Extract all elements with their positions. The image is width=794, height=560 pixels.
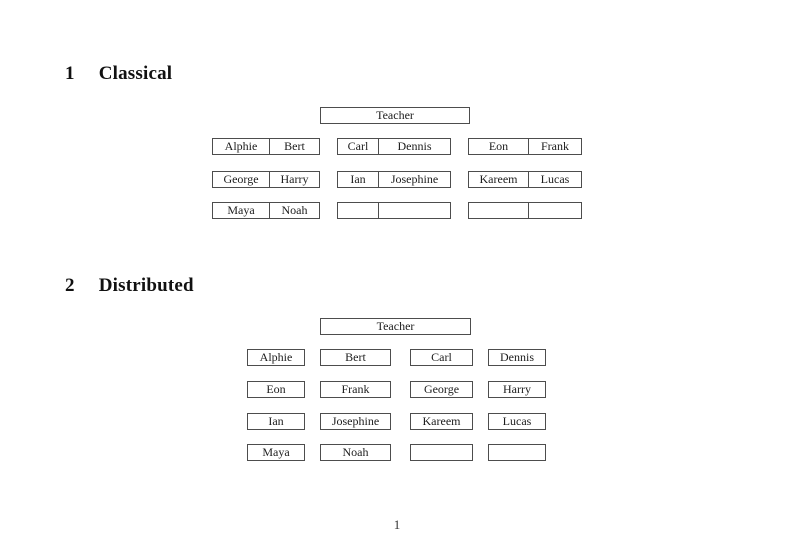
- desk: Noah: [320, 444, 391, 461]
- desk-seat: Alphie: [224, 139, 258, 153]
- desk: Bert: [320, 349, 391, 366]
- page-number: 1: [393, 517, 401, 532]
- desk: George Harry: [212, 171, 320, 188]
- section-heading-distributed: 2 Distributed: [65, 275, 194, 297]
- section-title: Distributed: [98, 275, 194, 296]
- desk-seat: Lucas: [528, 172, 581, 187]
- section-number: 1: [65, 63, 75, 84]
- desk: [468, 202, 582, 219]
- desk-seat: [528, 203, 581, 218]
- desk-seat: [469, 203, 528, 218]
- desk: George: [410, 381, 473, 398]
- desk: Alphie: [247, 349, 305, 366]
- desk-seat: Josephine: [378, 172, 450, 187]
- desk: Josephine: [320, 413, 391, 430]
- desk: Kareem Lucas: [468, 171, 582, 188]
- section-title: Classical: [98, 63, 173, 84]
- desk-seat: [338, 203, 378, 218]
- desk: Ian: [247, 413, 305, 430]
- desk: Eon: [247, 381, 305, 398]
- desk: [410, 444, 473, 461]
- teacher-box: Teacher: [320, 107, 470, 124]
- desk: Harry: [488, 381, 546, 398]
- section-number: 2: [65, 275, 75, 296]
- desk-seat: Dennis: [378, 139, 450, 154]
- desk: [488, 444, 546, 461]
- desk: Carl: [410, 349, 473, 366]
- desk-seat: Kareem: [479, 172, 518, 186]
- desk: Maya Noah: [212, 202, 320, 219]
- desk-seat: [378, 203, 450, 218]
- desk: Alphie Bert: [212, 138, 320, 155]
- desk-seat: Carl: [347, 139, 369, 153]
- desk: Kareem: [410, 413, 473, 430]
- desk: Maya: [247, 444, 305, 461]
- desk: Lucas: [488, 413, 546, 430]
- desk: Frank: [320, 381, 391, 398]
- section-heading-classical: 1 Classical: [65, 63, 172, 85]
- desk-seat: Frank: [528, 139, 581, 154]
- teacher-box: Teacher: [320, 318, 471, 335]
- desk-seat: Bert: [269, 139, 319, 154]
- desk: Carl Dennis: [337, 138, 451, 155]
- desk-seat: Harry: [269, 172, 319, 187]
- desk: [337, 202, 451, 219]
- desk-seat: Maya: [227, 203, 255, 217]
- desk-seat: Ian: [350, 172, 366, 186]
- desk: Eon Frank: [468, 138, 582, 155]
- desk-seat: Eon: [488, 139, 509, 153]
- desk-seat: Noah: [269, 203, 319, 218]
- desk: Ian Josephine: [337, 171, 451, 188]
- desk-seat: George: [223, 172, 259, 186]
- desk: Dennis: [488, 349, 546, 366]
